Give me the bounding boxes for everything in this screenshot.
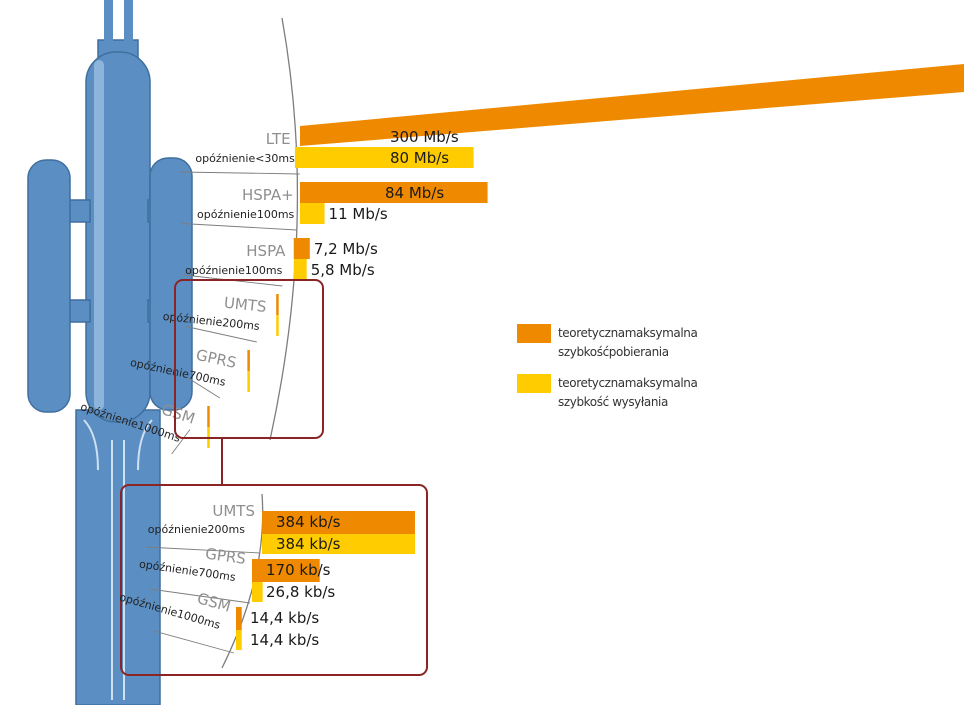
legend-label-line2: szybkośćpobierania [558, 345, 669, 359]
main-row-separator [179, 171, 300, 175]
tower-antenna-right [124, 0, 133, 44]
tech-label: GSM [195, 589, 233, 616]
upload-value-label: 5,8 Mb/s [311, 261, 375, 279]
legend-swatch [517, 374, 551, 393]
legend-label-line1: teoretycznamaksymalna [558, 376, 697, 390]
large-zoom-frame [120, 484, 428, 676]
main-row-lte: LTE opóźnienie<30ms 300 Mb/s 80 Mb/s [179, 64, 964, 175]
upload-bar [276, 315, 279, 336]
download-bar [252, 559, 320, 582]
zoom-row-separator [153, 630, 235, 654]
legend-item-upload: teoretycznamaksymalna szybkość wysyłania [517, 374, 698, 409]
main-axis-curve-path [269, 17, 299, 441]
download-value-label: 300 Mb/s [390, 128, 459, 146]
upload-bar [293, 259, 307, 280]
download-bar [299, 182, 488, 203]
upload-bar [262, 534, 415, 554]
upload-bar [236, 630, 242, 650]
main-row-separator [187, 377, 221, 399]
download-value-label: 384 kb/s [276, 513, 341, 531]
main-row-separator [181, 223, 297, 231]
zoom-frames [120, 279, 428, 676]
tower-antenna-left [104, 0, 113, 44]
download-value-label: 84 Mb/s [385, 184, 444, 202]
cell-tower-illustration [27, 0, 193, 705]
download-value-label: 7,2 Mb/s [314, 240, 378, 258]
download-bar [276, 294, 279, 315]
upload-bar [252, 582, 263, 602]
tech-label: HSPA [246, 242, 286, 260]
tech-label: UMTS [223, 294, 267, 316]
tower-cable-left [83, 419, 99, 471]
upload-value-label: 26,8 kb/s [266, 583, 335, 601]
legend: teoretycznamaksymalnaszybkośćpobieraniat… [517, 324, 698, 409]
legend-label-line1: teoretycznamaksymalna [558, 326, 697, 340]
zoom-row-separator [149, 588, 251, 604]
latency-label: opóźnienie100ms [185, 264, 283, 277]
tower-base [75, 409, 161, 705]
zoom-row-separator [145, 546, 261, 554]
main-row-separator [185, 326, 257, 343]
download-bar [236, 607, 242, 630]
tower-panel-right [149, 157, 193, 411]
tech-label: LTE [266, 130, 291, 148]
download-bar [207, 406, 210, 427]
upload-bar [299, 203, 325, 224]
legend-label-line2: szybkość wysyłania [558, 395, 668, 409]
tower-panel-left [27, 159, 71, 413]
tech-label: GPRS [204, 544, 247, 567]
upload-value-label: 11 Mb/s [329, 205, 388, 223]
download-bar [293, 238, 310, 259]
download-bar [300, 64, 964, 146]
latency-label: opóźnienie100ms [197, 208, 295, 221]
zoom-row-umts: UMTS opóźnienie200ms 384 kb/s 384 kb/s [145, 502, 415, 554]
legend-swatch [517, 324, 551, 343]
main-row-hspa: HSPA opóźnienie100ms 7,2 Mb/s 5,8 Mb/s [183, 238, 378, 287]
latency-label: opóźnienie200ms [148, 523, 246, 536]
small-zoom-frame [174, 279, 324, 439]
upload-value-label: 384 kb/s [276, 535, 341, 553]
download-bar [247, 350, 250, 371]
upload-value-label: 80 Mb/s [390, 149, 449, 167]
download-value-label: 170 kb/s [266, 561, 331, 579]
upload-value-label: 14,4 kb/s [250, 631, 319, 649]
upload-bar [294, 147, 474, 168]
tower-central-highlight [94, 60, 104, 410]
tech-label: UMTS [212, 502, 255, 520]
tech-label: GPRS [194, 346, 237, 372]
main-row-separator [171, 429, 191, 455]
download-value-label: 14,4 kb/s [250, 609, 319, 627]
tech-label: HSPA+ [242, 186, 294, 204]
main-axis-curve [269, 17, 299, 441]
tower-cable-right [137, 419, 153, 471]
legend-item-download: teoretycznamaksymalna szybkośćpobierania [517, 324, 698, 359]
main-row-hspa-plus: HSPA+ opóźnienie100ms 84 Mb/s 11 Mb/s [181, 182, 488, 231]
tech-label: GSM [159, 400, 197, 428]
download-bar [262, 511, 415, 534]
upload-bar [247, 371, 250, 392]
latency-label: opóźnienie<30ms [195, 152, 295, 165]
